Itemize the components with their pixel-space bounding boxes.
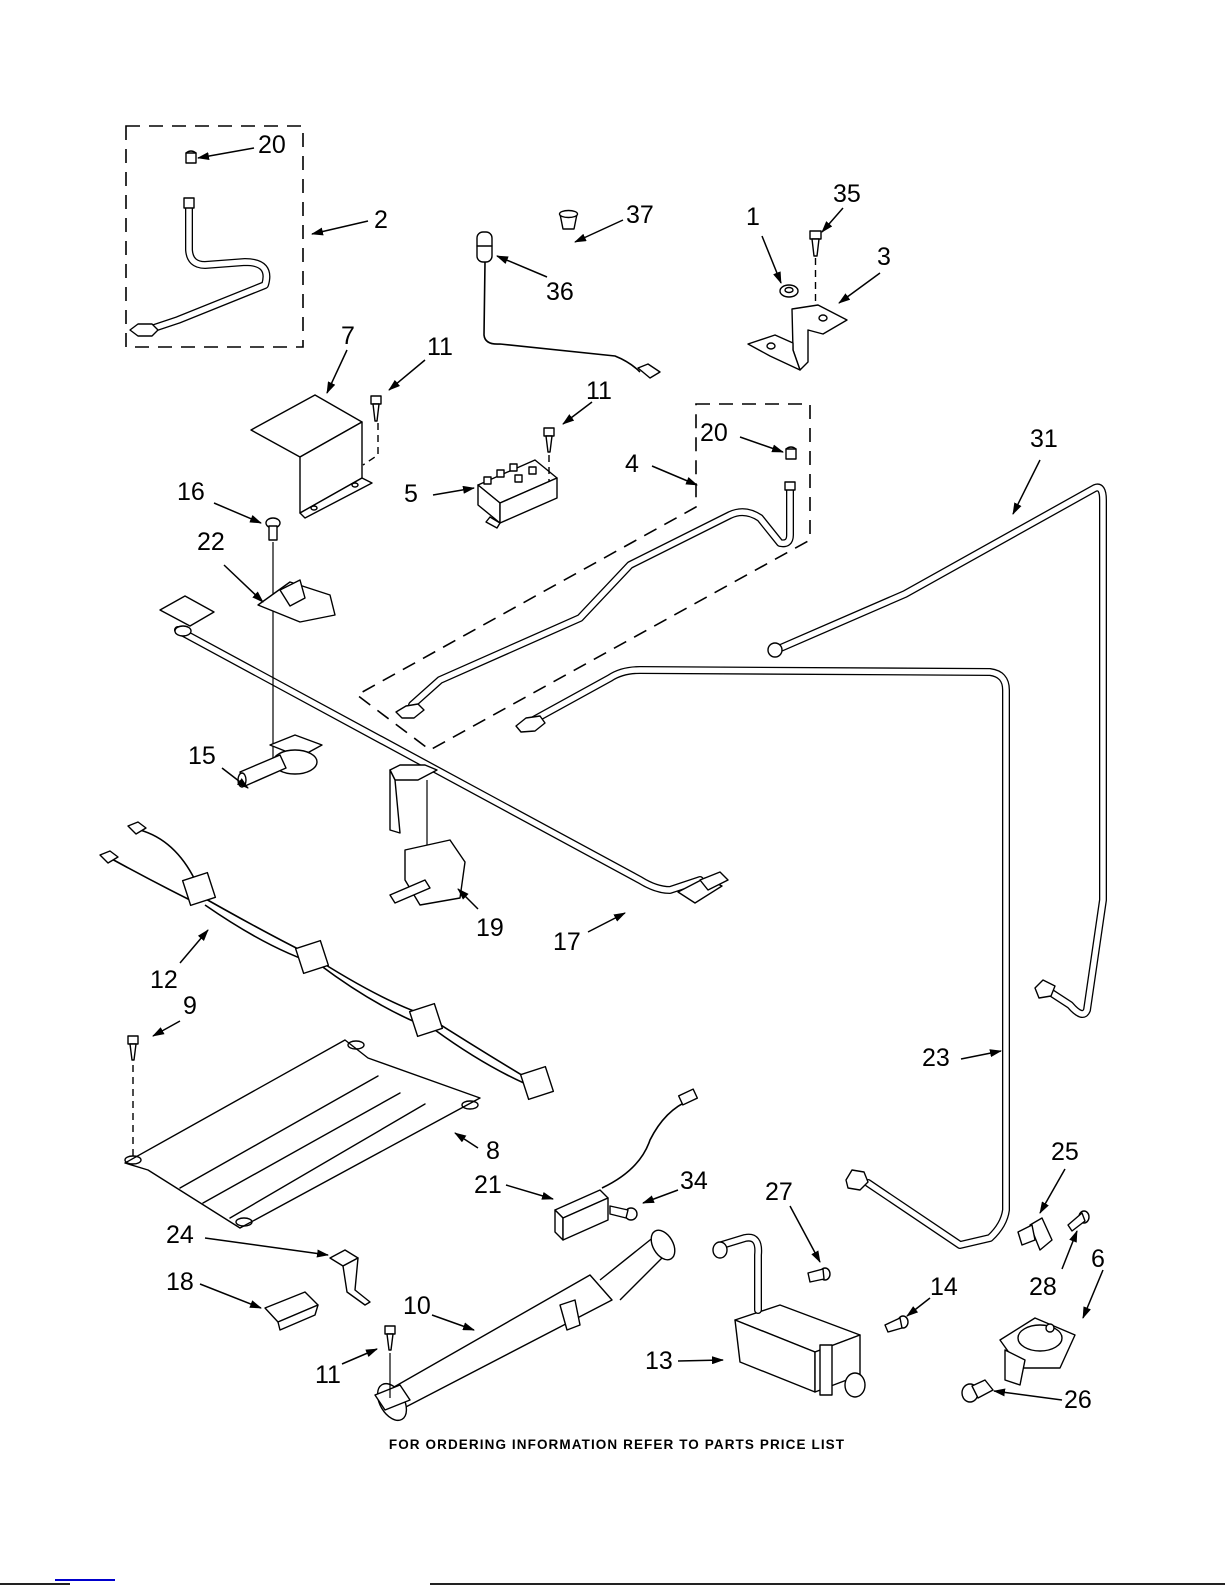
callout-28: 28 [1029,1273,1057,1301]
screw-16 [266,518,280,765]
valve-13 [713,1238,865,1397]
bottom-edge-strip [0,1579,1225,1585]
callout-10: 10 [403,1292,431,1320]
tube-assembly-4 [357,404,810,750]
callout-1: 1 [746,203,760,231]
callout-27: 27 [765,1178,793,1206]
callout-11: 11 [315,1361,341,1389]
callout-31: 31 [1030,425,1058,453]
bracket-25 [1018,1218,1052,1250]
callout-21: 21 [474,1171,502,1199]
valve-15 [238,735,322,787]
nut-1 [780,285,798,297]
callout-9: 9 [183,992,197,1020]
callout-16: 16 [177,478,205,506]
tube-assembly-2 [126,126,303,347]
callout-26: 26 [1064,1386,1092,1414]
switch-19 [390,765,465,905]
regulator-6 [1000,1318,1075,1385]
screw-28 [1068,1211,1089,1231]
callout-20: 20 [258,131,286,159]
callout-3: 3 [877,243,891,271]
callout-13: 13 [645,1347,673,1375]
callout-15: 15 [188,742,216,770]
screw-27 [808,1268,830,1282]
callout-22: 22 [197,528,225,556]
callout-5: 5 [404,480,418,508]
callout-7: 7 [341,322,355,350]
bracket-3 [748,305,847,370]
link-underline [55,1579,115,1581]
orifice-icon [186,151,196,163]
fitting-26 [962,1380,993,1402]
callout-34: 34 [680,1167,708,1195]
callout-11: 11 [427,333,453,361]
callout-19: 19 [476,914,504,942]
callout-25: 25 [1051,1138,1079,1166]
panel-8 [125,1040,480,1228]
screw-9 [128,1036,138,1158]
burner-10 [372,1226,680,1425]
tube-31 [768,488,1103,1015]
callout-14: 14 [930,1273,958,1301]
screw-34 [610,1206,637,1220]
grommet-37 [560,211,578,230]
callout-4: 4 [625,450,639,478]
screw-14 [885,1316,908,1332]
callout-17: 17 [553,928,581,956]
spark-module-5 [478,460,557,528]
bracket-22 [258,580,335,622]
callout-11: 11 [586,377,612,405]
callout-6: 6 [1091,1245,1105,1273]
screw-35 [810,231,821,315]
orifice-icon [786,447,796,459]
callout-23: 23 [922,1044,950,1072]
callout-37: 37 [626,201,654,229]
callout-18: 18 [166,1268,194,1296]
callout-35: 35 [833,180,861,208]
callout-2: 2 [374,206,388,234]
screw-11-top [363,396,381,465]
callout-24: 24 [166,1221,194,1249]
tube-23 [516,670,1006,1245]
bracket-24 [330,1250,370,1305]
callout-12: 12 [150,966,178,994]
callout-20: 20 [700,419,728,447]
callout-8: 8 [486,1137,500,1165]
callout-36: 36 [546,278,574,306]
clip-18 [265,1292,318,1330]
footer-note: FOR ORDERING INFORMATION REFER TO PARTS … [389,1437,845,1452]
cover-box-7 [251,395,372,518]
